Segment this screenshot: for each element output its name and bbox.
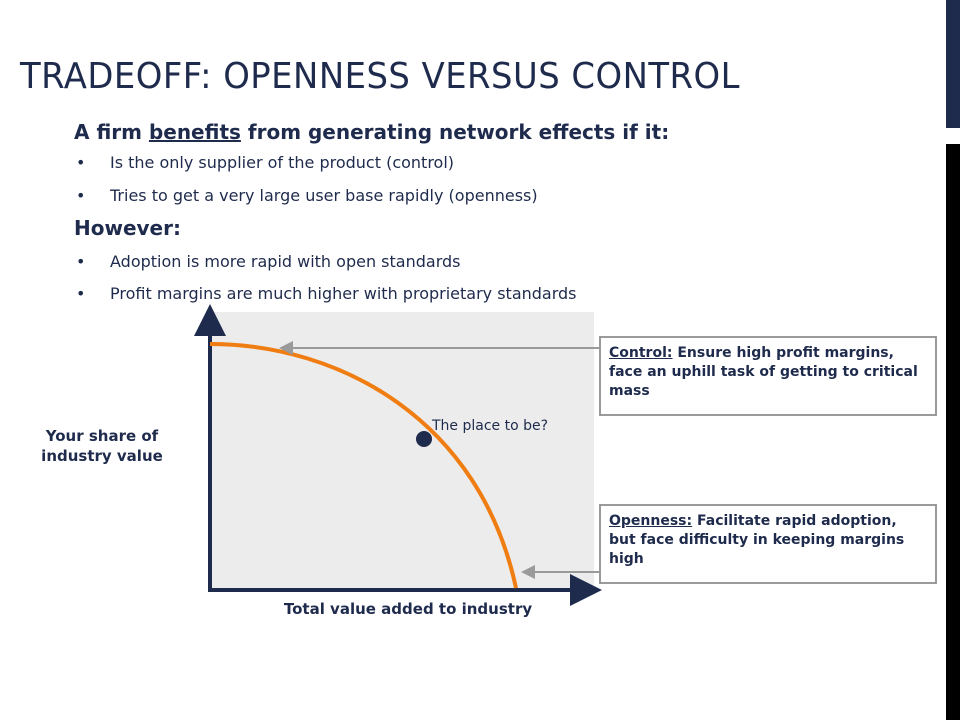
- intro-heading: A firm benefits from generating network …: [74, 120, 669, 144]
- bullet-item: • Adoption is more rapid with open standa…: [76, 252, 460, 271]
- accent-bar-top: [946, 0, 960, 128]
- x-axis-label: Total value added to industry: [283, 600, 533, 618]
- bullet-item: • Is the only supplier of the product (co…: [76, 153, 454, 172]
- bullet-dot: •: [76, 284, 86, 303]
- bullet-dot: •: [76, 252, 86, 271]
- slide-title: TRADEOFF: OPENNESS VERSUS CONTROL: [20, 56, 740, 97]
- control-heading: Control:: [609, 345, 673, 361]
- sweet-spot-point: [416, 431, 432, 447]
- bullet-text: Adoption is more rapid with open standar…: [110, 252, 461, 271]
- intro-suffix: from generating network effects if it:: [240, 120, 670, 144]
- bullet-item: • Profit margins are much higher with pro…: [76, 284, 577, 303]
- bullet-item: • Tries to get a very large user base rap…: [76, 186, 538, 205]
- openness-heading: Openness:: [609, 513, 693, 529]
- openness-text: Facilitate rapid adoption, but face diff…: [609, 513, 905, 567]
- control-callout: Control: Ensure high profit margins, fac…: [599, 336, 937, 416]
- plot-background: [210, 312, 594, 590]
- y-axis-label: Your share of industry value: [41, 427, 163, 465]
- bullet-text: Is the only supplier of the product (con…: [110, 153, 455, 172]
- accent-bar-bottom: [946, 144, 960, 720]
- however-heading: However:: [74, 216, 181, 240]
- bullet-text: Tries to get a very large user base rapi…: [110, 186, 538, 205]
- intro-underlined: benefits: [148, 120, 241, 144]
- bullet-dot: •: [76, 186, 86, 205]
- bullet-dot: •: [76, 153, 86, 172]
- openness-callout: Openness: Facilitate rapid adoption, but…: [599, 504, 937, 584]
- point-label: The place to be?: [432, 418, 549, 434]
- bullet-text: Profit margins are much higher with prop…: [110, 284, 577, 303]
- tradeoff-curve: [209, 342, 518, 589]
- intro-prefix: A firm: [74, 120, 149, 144]
- control-text: Ensure high profit margins, face an uphi…: [609, 345, 918, 399]
